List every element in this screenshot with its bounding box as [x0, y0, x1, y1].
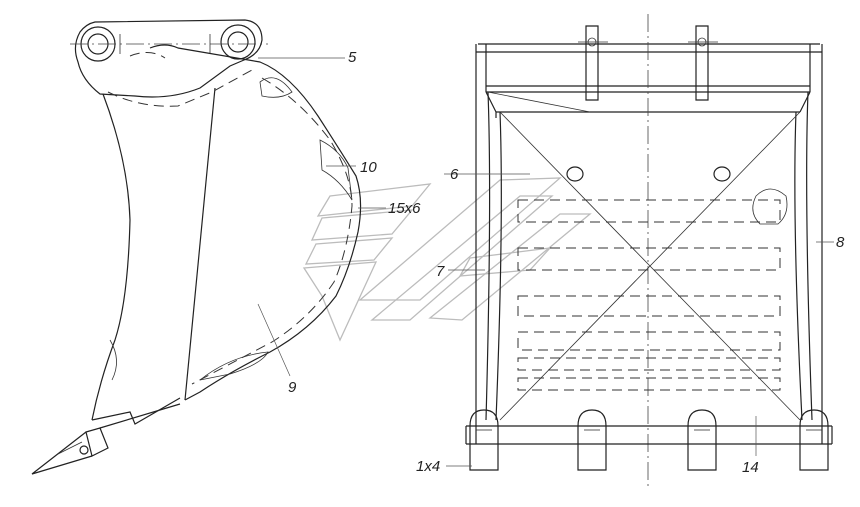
watermark-logo [302, 177, 592, 342]
callout-labels: 5 10 15x6 6 7 8 9 1x4 14 [288, 49, 845, 476]
bucket-side-view [31, 19, 362, 475]
callout-9: 9 [288, 379, 297, 396]
callout-15x6: 15x6 [388, 200, 421, 217]
callout-14: 14 [742, 459, 759, 476]
bucket-teeth [469, 409, 829, 471]
callout-5: 5 [348, 49, 357, 66]
leader-lines [257, 57, 834, 467]
callout-1x4: 1x4 [416, 458, 440, 475]
callout-7: 7 [436, 263, 445, 280]
callout-6: 6 [450, 166, 459, 183]
callout-10: 10 [360, 159, 377, 176]
callout-8: 8 [836, 234, 845, 251]
bucket-front-view [465, 14, 833, 490]
